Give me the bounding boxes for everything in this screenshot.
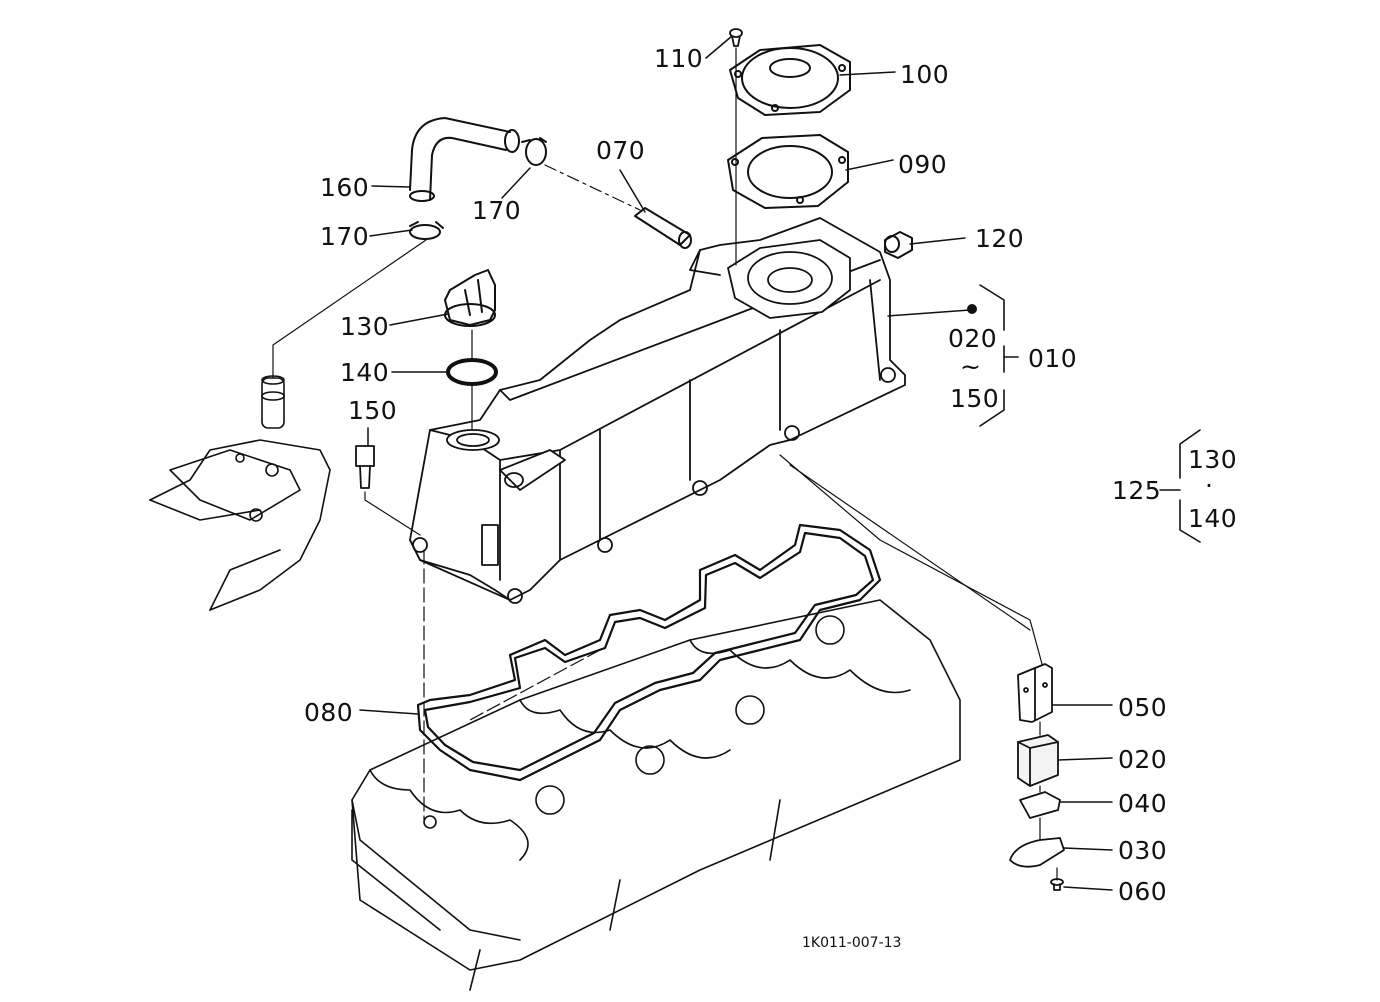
bolt [1051, 879, 1063, 890]
part-label-125: 125 [1112, 476, 1162, 505]
diaphragm [728, 135, 848, 208]
part-label-120: 120 [975, 224, 1025, 253]
guide-lines [273, 48, 1057, 880]
breather-hose [410, 118, 519, 201]
kit-label-140: 140 [1188, 504, 1238, 533]
o-ring [448, 360, 496, 384]
pointer-dot [968, 305, 976, 313]
part-label-160: 160 [320, 173, 370, 202]
group-bracket-125 [1160, 430, 1200, 542]
part-label-090: 090 [898, 150, 948, 179]
bracket [1018, 664, 1052, 722]
part-label-130: 130 [340, 312, 390, 341]
part-label-140: 140 [340, 358, 390, 387]
part-label-060: 060 [1118, 877, 1168, 906]
part-label-100: 100 [900, 60, 950, 89]
part-label-030: 030 [1118, 836, 1168, 865]
range-start-label: 020 [948, 324, 998, 353]
figure-reference: 1K011-007-13 [802, 935, 902, 951]
breather-cap [730, 45, 850, 115]
pipe [635, 208, 691, 248]
head-cover [410, 218, 905, 603]
part-label-020: 020 [1118, 745, 1168, 774]
part-label-040: 040 [1118, 789, 1168, 818]
part-label-070: 070 [596, 136, 646, 165]
kit-label-130: 130 [1188, 445, 1238, 474]
hose-clamp [410, 138, 546, 239]
part-label-110: 110 [654, 44, 704, 73]
plate [1020, 792, 1060, 818]
group-bracket-010 [980, 285, 1018, 426]
plug [885, 232, 912, 258]
part-label-010: 010 [1028, 344, 1078, 373]
cylinder-head [352, 600, 960, 990]
part-label-170-upper: 170 [472, 196, 522, 225]
part-label-050: 050 [1118, 693, 1168, 722]
cover-plate [1010, 838, 1064, 867]
gasket [418, 525, 880, 780]
engine-side-block [150, 376, 330, 610]
part-label-150: 150 [348, 396, 398, 425]
screw [730, 29, 742, 46]
kit-separator: · [1205, 471, 1214, 500]
range-tilde: ~ [960, 352, 982, 381]
element [1018, 735, 1058, 786]
oil-filler-cap [445, 270, 495, 326]
part-label-080: 080 [304, 698, 354, 727]
leader-lines [360, 36, 1112, 890]
part-label-170-lower: 170 [320, 222, 370, 251]
range-end-label: 150 [950, 384, 1000, 413]
drain-plug [356, 446, 374, 488]
